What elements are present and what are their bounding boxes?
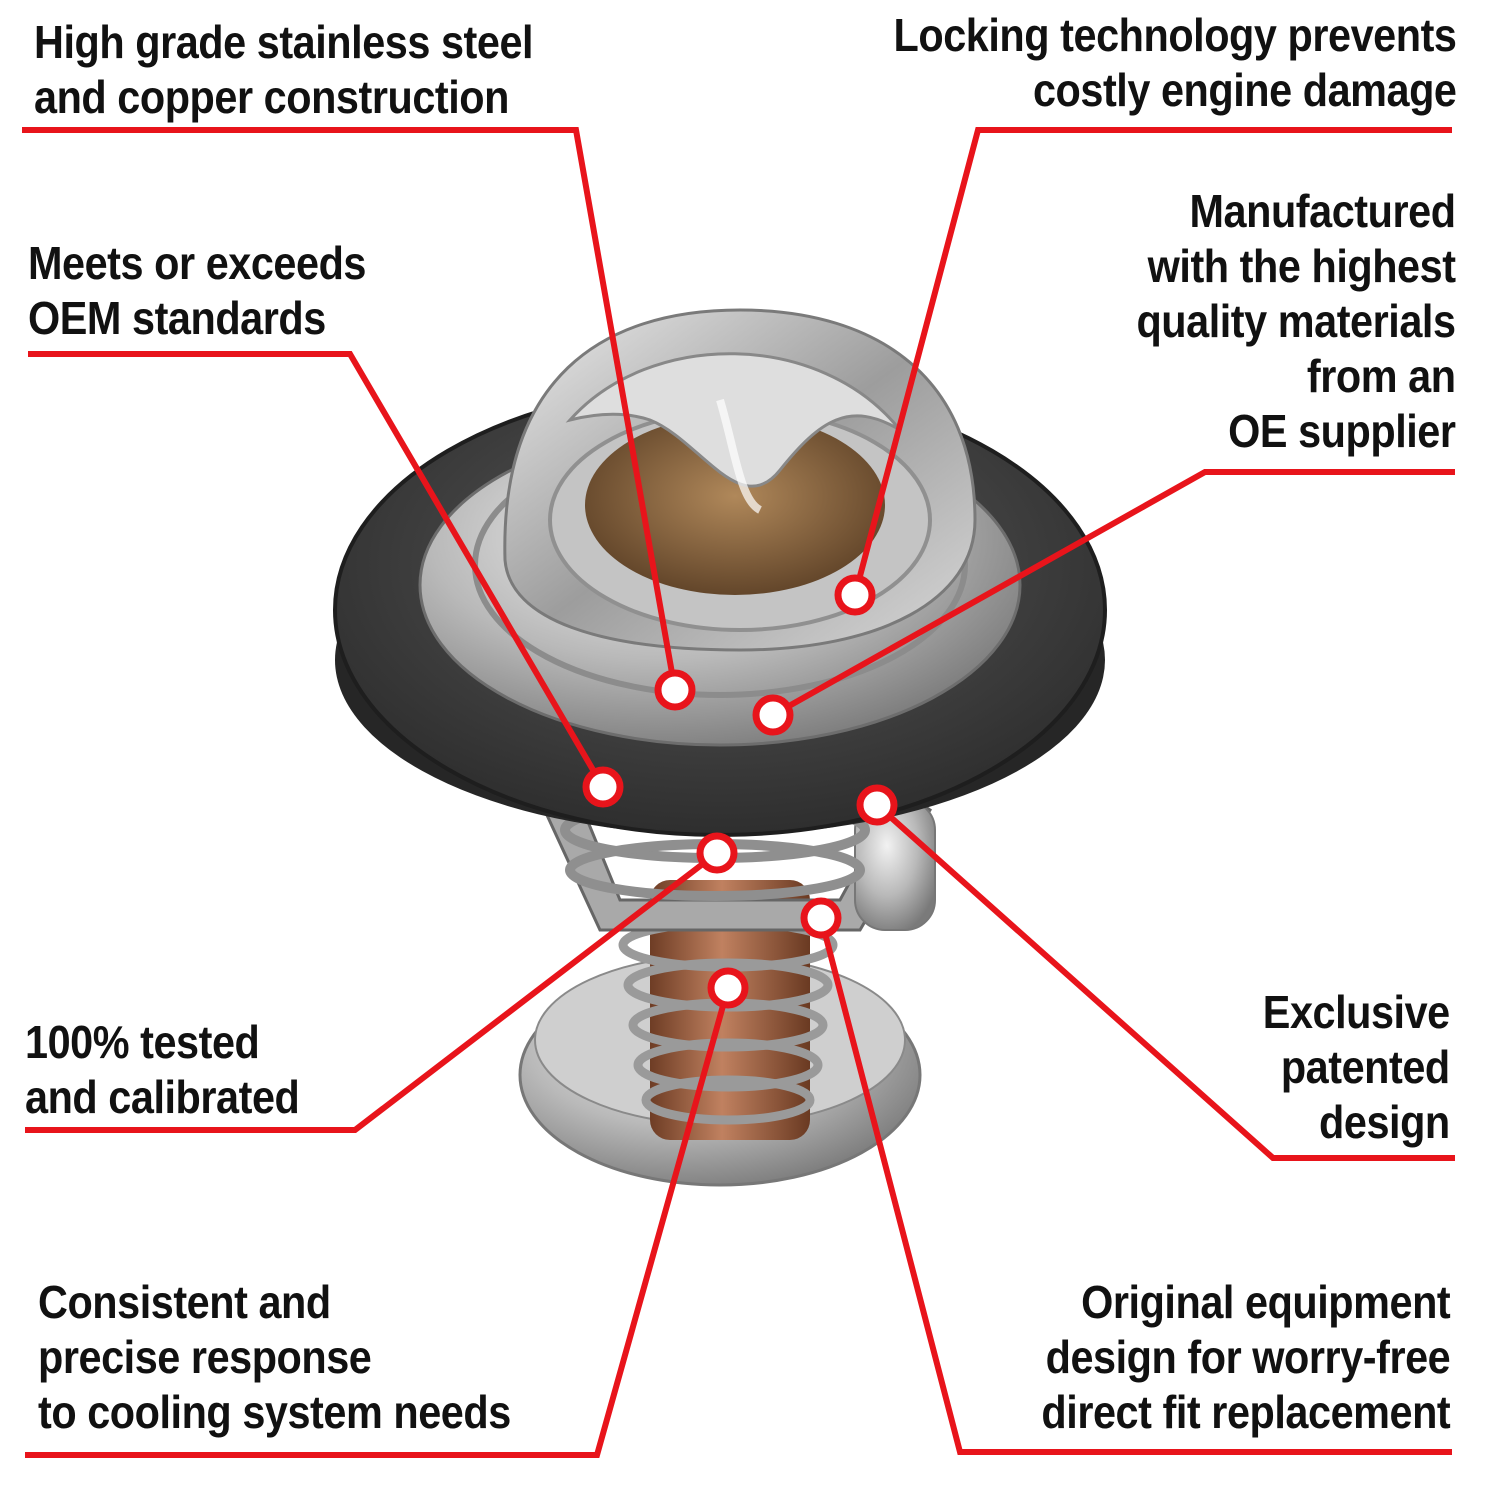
callout-line: Exclusive [1263, 986, 1450, 1038]
callout-materials: Manufactured with the highest quality ma… [1136, 184, 1457, 459]
callout-exclusive: Exclusive patented design [1263, 985, 1450, 1150]
callout-tested: 100% tested and calibrated [25, 1015, 300, 1125]
callout-line: with the highest [1148, 240, 1456, 292]
leader-line-tested [25, 850, 719, 1133]
callout-line: Consistent and [38, 1276, 331, 1328]
callout-line: 100% tested [25, 1016, 260, 1068]
callout-line: precise response [38, 1331, 372, 1383]
callout-line: OEM standards [28, 292, 326, 344]
leader-line-locking [852, 127, 1452, 596]
callout-dot-materials [752, 694, 794, 736]
callout-line: OE supplier [1228, 405, 1457, 457]
callout-line: design [1319, 1096, 1450, 1148]
callout-dot-consistent [707, 967, 749, 1009]
leader-line-oem [28, 351, 606, 789]
leader-line-materials [771, 469, 1455, 718]
callout-line: patented [1281, 1041, 1450, 1093]
callout-original: Original equipment design for worry-free… [1041, 1275, 1450, 1440]
leader-line-stainless [22, 127, 678, 691]
callout-consistent: Consistent and precise response to cooli… [38, 1275, 511, 1440]
callout-line: Meets or exceeds [28, 237, 366, 289]
callout-dot-exclusive [856, 784, 898, 826]
callout-line: Locking technology prevents [893, 9, 1456, 61]
callout-line: Original equipment [1080, 1276, 1451, 1328]
callout-line: and calibrated [25, 1071, 300, 1123]
callout-dot-stainless [654, 669, 696, 711]
callout-dot-oem [582, 766, 624, 808]
callout-line: quality materials [1136, 295, 1457, 347]
callout-line: to cooling system needs [38, 1386, 511, 1438]
callout-line: design for worry-free [1045, 1331, 1450, 1383]
callout-line: and copper construction [34, 71, 509, 123]
leader-line-original [818, 917, 1452, 1455]
callout-line: costly engine damage [1032, 64, 1456, 116]
callout-oem-standards: Meets or exceeds OEM standards [28, 236, 366, 346]
leader-line-exclusive [875, 802, 1455, 1161]
callout-line: Manufactured [1189, 185, 1456, 237]
valve-dome [503, 308, 977, 652]
callout-stainless: High grade stainless steel and copper co… [34, 15, 534, 125]
callout-dot-locking [834, 574, 876, 616]
leader-line-consistent [25, 987, 731, 1458]
callout-dot-tested [696, 832, 738, 874]
callout-dot-original [800, 897, 842, 939]
callout-line: from an [1307, 350, 1456, 402]
callout-line: direct fit replacement [1041, 1386, 1450, 1438]
callout-line: High grade stainless steel [34, 16, 534, 68]
callout-locking: Locking technology prevents costly engin… [893, 8, 1456, 118]
